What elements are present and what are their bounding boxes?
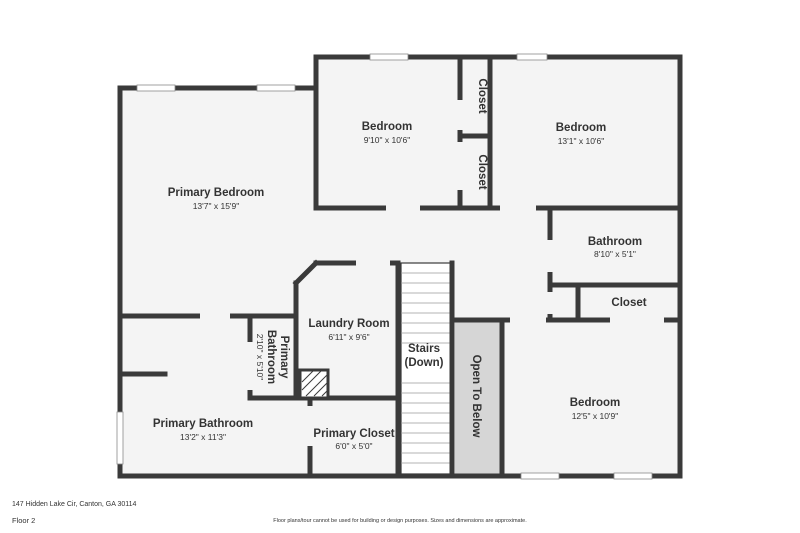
primary-bathroom-small-dims: 2'10" x 5'10" [255, 334, 265, 381]
stairs-treads [400, 262, 452, 475]
stairs-name-2: (Down) [405, 357, 444, 369]
disclaimer-text: Floor plans/tour cannot be used for buil… [273, 518, 527, 524]
laundry-name: Laundry Room [308, 318, 389, 330]
closet-right-name: Closet [611, 297, 646, 309]
primary-closet-name: Primary Closet [313, 428, 394, 440]
primary-bedroom-name: Primary Bedroom [168, 187, 265, 199]
open-to-below-void [455, 320, 501, 476]
laundry-dims: 6'11" x 9'6" [328, 332, 369, 342]
primary-bathroom-small-name-1: Primary [278, 336, 290, 379]
floor-label: Floor 2 [12, 516, 36, 525]
bathroom-name: Bathroom [588, 236, 642, 248]
bathroom-dims: 8'10" x 5'1" [594, 249, 636, 259]
windows [116, 53, 653, 480]
room-labels: Primary Bedroom 13'7" x 15'9" Bedroom 9'… [153, 78, 647, 451]
primary-bathroom-small-name-2: Bathroom [265, 330, 277, 384]
primary-closet-dims: 6'0" x 5'0" [335, 441, 372, 451]
bedroom-top-right-dims: 13'1" x 10'6" [558, 136, 605, 146]
primary-bedroom-dims: 13'7" x 15'9" [193, 201, 240, 211]
bedroom-top-left-name: Bedroom [362, 121, 412, 133]
primary-bathroom-name: Primary Bathroom [153, 418, 253, 430]
address-text: 147 Hidden Lake Cir, Canton, GA 30114 [12, 501, 137, 508]
bedroom-top-left-dims: 9'10" x 10'6" [364, 135, 411, 145]
primary-bathroom-dims: 13'2" x 11'3" [180, 432, 226, 442]
open-to-below-name: Open To Below [470, 355, 482, 438]
closet-top-name: Closet [476, 78, 488, 113]
primary-bathroom-small-label: Primary Bathroom 2'10" x 5'10" [255, 330, 290, 384]
door-openings [200, 100, 664, 446]
bedroom-bottom-right-dims: 12'5" x 10'9" [572, 411, 619, 421]
bedroom-bottom-right-name: Bedroom [570, 397, 620, 409]
bedroom-top-right-name: Bedroom [556, 122, 606, 134]
chute-hatch [298, 368, 330, 400]
closet-mid-name: Closet [476, 154, 488, 189]
stairs-name-1: Stairs [408, 343, 440, 355]
